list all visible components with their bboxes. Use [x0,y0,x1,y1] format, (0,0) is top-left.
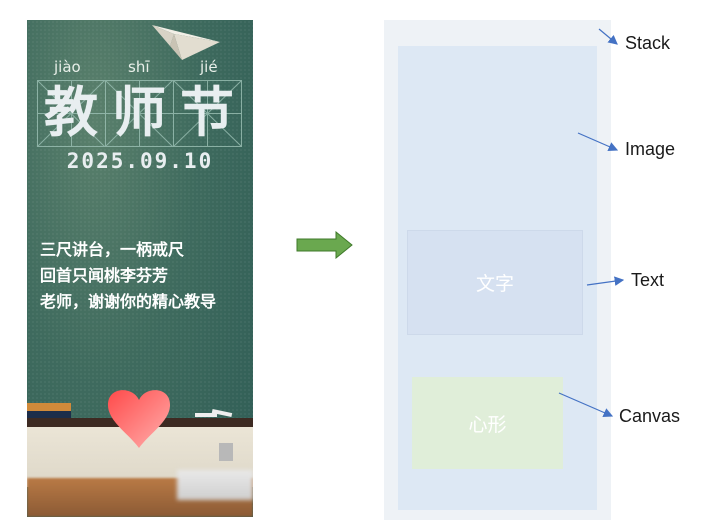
title-char-3: 节 [180,81,234,144]
canvas-layer-label: 心形 [468,413,507,436]
text-layer: 文字 [407,230,583,335]
poem-line-1: 三尺讲台，一柄戒尺 [40,240,185,259]
pinyin-shi: shī [128,58,150,76]
eraser [27,403,71,418]
chalk [195,413,217,417]
text-layer-label: 文字 [475,273,514,295]
poster-date: 2025.09.10 [66,149,214,173]
right-arrow-icon [296,231,353,259]
tianzige-grid [37,80,242,147]
canvas-callout: Canvas [619,406,681,426]
image-callout: Image [625,139,676,159]
poem-line-3: 老师，谢谢你的精心教导 [40,292,217,311]
stack-callout: Stack [625,33,671,53]
wall-notice [219,443,233,461]
pinyin-jiao: jiào [54,58,81,76]
heart-icon [107,390,171,448]
title-char-1: 教 [44,81,98,144]
desk-blur-right [177,470,253,500]
text-callout: Text [631,270,665,290]
paper-plane-icon [152,25,220,60]
canvas-layer: 心形 [412,377,563,469]
poem-text: 三尺讲台，一柄戒尺 回首只闻桃李芬芳 老师，谢谢你的精心教导 [40,237,216,315]
title-char-2: 师 [112,81,166,144]
poster-preview: jiào shī jié 教 师 节 2025.09.10 三尺讲台，一柄戒尺 … [27,20,253,517]
pinyin-jie: jié [200,58,218,76]
poem-line-2: 回首只闻桃李芬芳 [40,266,169,285]
